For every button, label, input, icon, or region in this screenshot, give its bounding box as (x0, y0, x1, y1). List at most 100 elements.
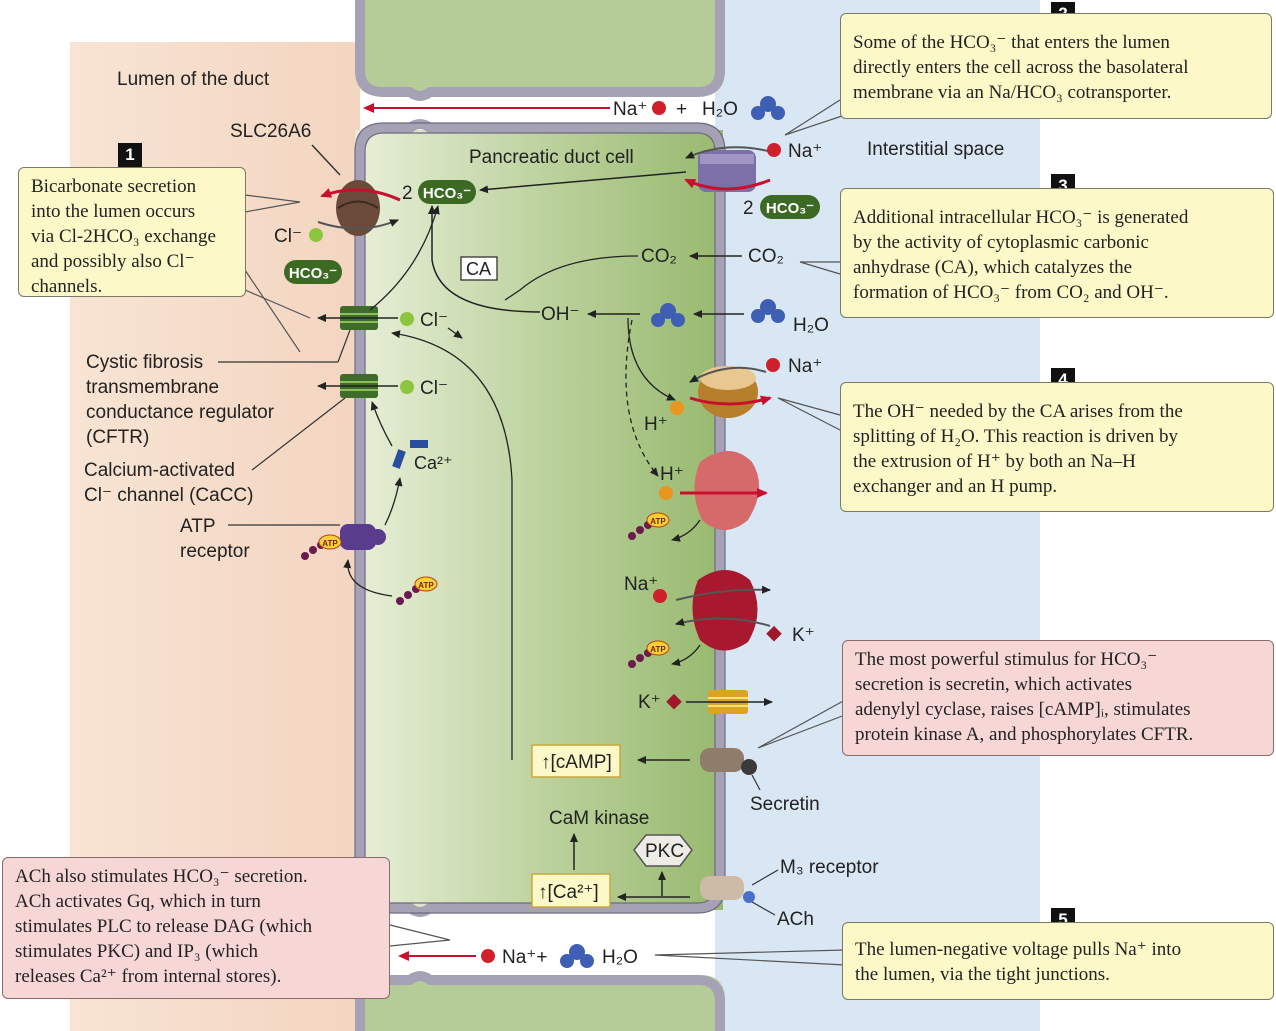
hco3-pill-icon (418, 180, 476, 204)
top-na-label: Na⁺ (613, 99, 647, 120)
cacc-cl-ion-icon (400, 380, 414, 394)
bl-water-icon (751, 299, 785, 323)
camp-label: ↑[cAMP] (541, 752, 612, 773)
cl-ion-icon (309, 228, 323, 242)
camk-label: CaM kinase (549, 808, 649, 829)
ca2-level-label: ↑[Ca²⁺] (538, 882, 599, 903)
kchan-k-ion-icon (666, 693, 682, 710)
cell-label: Pancreatic duct cell (469, 147, 634, 168)
kchan-k-label: K⁺ (638, 692, 661, 713)
top-h2o-label: H₂O (702, 99, 738, 120)
callout-3-line: formation of HCO₃⁻ from CO₂ and OH⁻. (853, 282, 1169, 303)
bl-na-ion-icon (767, 143, 781, 157)
ca2-box (531, 873, 611, 908)
m3-label: M₃ receptor (780, 857, 879, 878)
h-pump-icon (694, 451, 760, 530)
cftr-cl-ion-icon (400, 312, 414, 326)
cacc-cl-label: Cl⁻ (420, 378, 448, 399)
interstitial-region (715, 0, 1040, 1031)
naK-k-ion-icon (766, 625, 782, 642)
callout-4-line: exchanger and an H pump. (853, 476, 1058, 497)
naK-na-label: Na⁺ (624, 574, 658, 595)
secretin-callout-line: secretion is secretin, which activates (855, 674, 1132, 695)
callout-1-line: via Cl-2HCO₃ exchange (31, 226, 216, 247)
callout-5: The lumen-negative voltage pulls Na⁺ int… (842, 922, 1274, 1000)
secretin-callout: The most powerful stimulus for HCO₃⁻ sec… (842, 640, 1274, 756)
secretin-callout-line: adenylyl cyclase, raises [cAMP]ᵢ, stimul… (855, 699, 1191, 720)
callout-2-line: Some of the HCO₃⁻ that enters the lumen (853, 32, 1170, 53)
pkc-label: PKC (645, 841, 684, 862)
bl-two-count: 2 (743, 198, 754, 219)
two-hco3-count: 2 (402, 183, 413, 204)
lumen-hco3-label: HCO₃⁻ (289, 265, 337, 282)
bottom-water-icon (560, 944, 594, 968)
slc26a6-exchanger-icon (336, 180, 380, 236)
callout-2-line: membrane via an Na/HCO₃ cotransporter. (853, 82, 1172, 103)
water-molecule-icon (751, 96, 785, 120)
atp-ligand-icon (301, 534, 342, 560)
bl-na-label: Na⁺ (788, 141, 822, 162)
ca2-ion-label: Ca²⁺ (414, 453, 453, 473)
nhe-h-ion-icon (670, 401, 684, 415)
ach-label: ACh (777, 909, 814, 930)
na-k-pump-icon (692, 570, 758, 651)
callout-3-line: by the activity of cytoplasmic carbonic (853, 232, 1149, 253)
ca-label: CA (466, 259, 491, 279)
ach-callout-line: stimulates PLC to release DAG (which (15, 916, 313, 937)
callout-4: The OH⁻ needed by the CA arises from the… (840, 382, 1274, 512)
bottom-na-label: Na⁺+ (502, 947, 547, 968)
lumen-label: Lumen of the duct (117, 69, 270, 90)
top-plus: + (676, 99, 687, 120)
naK-na-ion-icon (653, 589, 667, 603)
pkc-icon (633, 834, 693, 867)
lumen-hco3-pill-icon (284, 260, 342, 284)
callout-2: Some of the HCO₃⁻ that enters the lumen … (840, 13, 1272, 119)
bl-hco3-pill-icon (760, 195, 820, 219)
pump-h-label: H⁺ (660, 464, 684, 485)
bl-h2o-label: H₂O (793, 315, 829, 336)
bottom-h2o-label: H₂O (602, 947, 638, 968)
ca-enzyme-box (460, 256, 498, 281)
pump-atp-tag: ATP (650, 517, 666, 526)
ach-callout-line: ACh also stimulates HCO₃⁻ secretion. (15, 866, 308, 887)
callout-4-line: splitting of H₂O. This reaction is drive… (853, 426, 1179, 447)
cacc-label: Calcium-activated Cl⁻ channel (CaCC) (84, 460, 253, 506)
secretin-receptor-icon (700, 748, 757, 775)
secretin-callout-line: protein kinase A, and phosphorylates CFT… (855, 724, 1194, 745)
bl-co2-label: CO₂ (748, 246, 784, 267)
pump-atp-icon (628, 512, 670, 540)
ach-callout-line: stimulates PKC) and IP₃ (which (15, 941, 259, 962)
callout-1-line: channels. (31, 276, 103, 297)
callout-2-line: directly enters the cell across the baso… (853, 57, 1189, 78)
na-hco3-cotransporter-icon (698, 150, 756, 192)
callout-1-line: into the lumen occurs (31, 201, 196, 222)
nhe-na-ion-icon (766, 358, 780, 372)
ach-callout-line: ACh activates Gq, which in turn (15, 891, 261, 912)
secretin-label: Secretin (750, 794, 820, 815)
naK-k-label: K⁺ (792, 625, 815, 646)
cell-co2-label: CO₂ (641, 246, 677, 267)
upper-neighbor-cell (355, 0, 725, 96)
callout-1-number: 1 (118, 143, 142, 167)
callout-3-line: anhydrase (CA), which catalyzes the (853, 257, 1133, 278)
naK-atp-tag: ATP (650, 645, 666, 654)
callout-5-line: The lumen-negative voltage pulls Na⁺ int… (855, 939, 1182, 960)
calcium-ion-icon (392, 440, 428, 469)
bottom-na-ion-icon (481, 949, 495, 963)
callout-pointers (244, 99, 846, 966)
camp-box (531, 744, 621, 778)
callout-5-line: the lumen, via the tight junctions. (855, 964, 1110, 985)
hco3-pill-label: HCO₃⁻ (423, 185, 471, 202)
interstitial-label: Interstitial space (867, 139, 1004, 160)
ach-callout: ACh also stimulates HCO₃⁻ secretion. ACh… (2, 857, 390, 999)
atp-receptor-icon (340, 524, 386, 550)
atp-tag: ATP (322, 539, 338, 548)
callout-1-line: Bicarbonate secretion (31, 176, 197, 197)
slc26a6-label: SLC26A6 (230, 121, 311, 142)
secretin-callout-line: The most powerful stimulus for HCO₃⁻ (855, 649, 1158, 670)
nhe-na-label: Na⁺ (788, 356, 822, 377)
ach-callout-line: releases Ca²⁺ from internal stores). (15, 966, 282, 987)
callout-3: Additional intracellular HCO₃⁻ is genera… (840, 188, 1274, 318)
callout-1: Bicarbonate secretion into the lumen occ… (18, 167, 246, 297)
cftr-label: Cystic fibrosis transmembrane conductanc… (86, 352, 279, 448)
